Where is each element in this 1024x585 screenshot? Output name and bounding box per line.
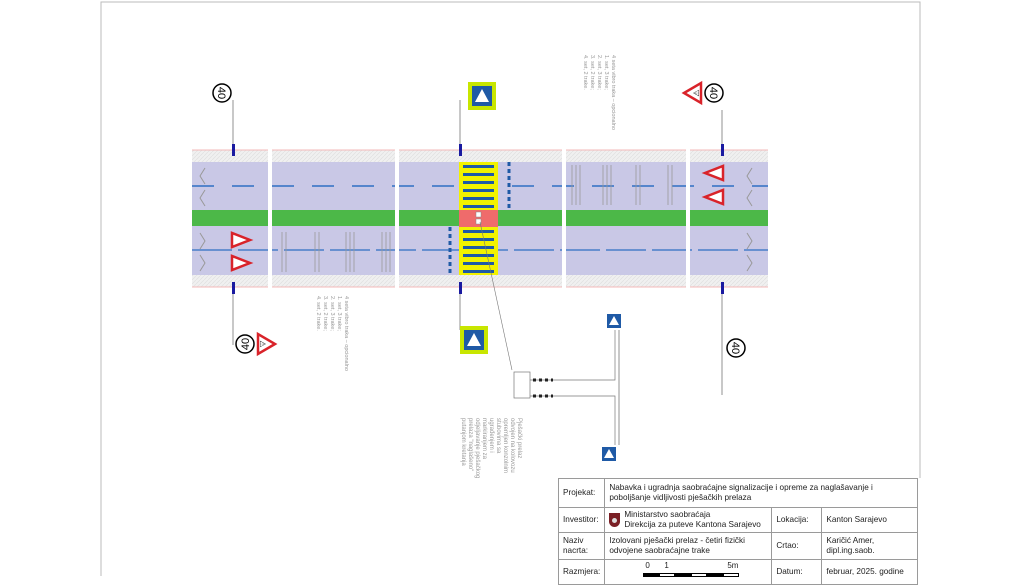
svg-text:4. set, 2 trake.: 4. set, 2 trake. (315, 296, 321, 331)
scale-tick-0: 0 (645, 561, 650, 570)
svg-text:odjeljavanje pješačkog: odjeljavanje pješačkog (474, 418, 480, 478)
project-label: Projekat: (557, 478, 606, 508)
svg-text:2. set, 3 trake;: 2. set, 3 trake; (329, 296, 335, 331)
svg-text:2. set, 3 trake;: 2. set, 3 trake; (596, 55, 602, 90)
vibro-note-top: 4 seta vibro traka – opcionalno 1. set, … (582, 55, 616, 130)
title-block: Projekat: Nabavka i ugradnja saobraćajne… (557, 478, 918, 585)
svg-text:4. set, 2 trake.: 4. set, 2 trake. (582, 55, 588, 90)
svg-text:opremljen konzolnim: opremljen konzolnim (502, 418, 508, 473)
svg-text:stubovima sa: stubovima sa (495, 418, 501, 454)
investor-line1: Ministarstvo saobraćaja (624, 509, 711, 519)
drawing-name-label: Naziv nacrta: (557, 532, 606, 560)
sheet-frame (100, 1, 921, 576)
svg-text:markiranjem za: markiranjem za (481, 418, 487, 460)
pedestrian-crossing-sign-icon (468, 82, 496, 110)
vibro-strips (281, 165, 673, 272)
svg-text:40: 40 (215, 87, 227, 99)
crossing-post-sign-icon (607, 314, 621, 328)
scale-tick-5: 5m (727, 561, 739, 570)
svg-text:40: 40 (707, 87, 719, 99)
investor-line2: Direkcija za puteve Kantona Sarajevo (624, 520, 761, 529)
scale-label: Razmjera: (557, 559, 606, 585)
svg-text:4 seta vibro traka – opcionaln: 4 seta vibro traka – opcionalno (343, 296, 349, 371)
scale-tick-1: 1 (664, 561, 669, 570)
crossing-post-sign-icon (602, 447, 616, 461)
svg-text:prelaza "naglašeno": prelaza "naglašeno" (467, 418, 473, 471)
location-label: Lokacija: (771, 507, 823, 533)
svg-text:ugrađenjem i: ugrađenjem i (488, 418, 494, 453)
svg-text:4 seta vibro traka – opcionaln: 4 seta vibro traka – opcionalno (610, 55, 616, 130)
pedestrian-crossing (448, 162, 513, 371)
pedestrian-refuge (459, 210, 498, 227)
pedestrian-crossing-sign-icon (460, 326, 488, 354)
svg-text:3. set, 2 trake;: 3. set, 2 trake; (589, 55, 595, 90)
crossing-note: Pješački prelaz odvojen na kolovozu opre… (460, 418, 522, 478)
svg-text:putanjom kretanja: putanjom kretanja (460, 418, 466, 466)
speed-limit-sign: 40 (212, 83, 232, 103)
svg-text:1. set, 3 trake;: 1. set, 3 trake; (336, 296, 342, 331)
speed-limit-sign: 40 (726, 338, 746, 358)
scale-bar: 0 1 5m (609, 561, 767, 583)
speed-limit-sign: 40 (704, 83, 724, 103)
investor-logo-icon (609, 513, 621, 527)
svg-text:40: 40 (729, 342, 741, 354)
investor-label: Investitor: (557, 507, 606, 533)
svg-text:1. set, 3 trake;: 1. set, 3 trake; (603, 55, 609, 90)
location-value: Kanton Sarajevo (821, 507, 918, 533)
drawn-by-value: Karičić Amer, dipl.ing.saob. (821, 532, 918, 560)
drawing-name-value: Izolovani pješački prelaz - četiri fizič… (604, 532, 773, 560)
project-value: Nabavka i ugradnja saobraćajne signaliza… (604, 478, 918, 508)
drawn-by-label: Crtao: (771, 532, 823, 560)
date-value: februar, 2025. godine (821, 559, 918, 585)
pedestrian-warning-sign-icon (256, 332, 277, 356)
bollard-detail (513, 330, 616, 445)
svg-text:Pješački prelaz: Pješački prelaz (516, 418, 522, 458)
vibro-note-bottom: 4 seta vibro traka – opcionalno 1. set, … (315, 296, 349, 371)
svg-text:40: 40 (240, 338, 252, 350)
date-label: Datum: (771, 559, 823, 585)
speed-limit-sign: 40 (235, 334, 255, 354)
pedestrian-warning-sign-icon (682, 81, 703, 105)
svg-text:3. set, 2 trake;: 3. set, 2 trake; (322, 296, 328, 331)
svg-text:odvojen na kolovozu: odvojen na kolovozu (509, 418, 515, 473)
